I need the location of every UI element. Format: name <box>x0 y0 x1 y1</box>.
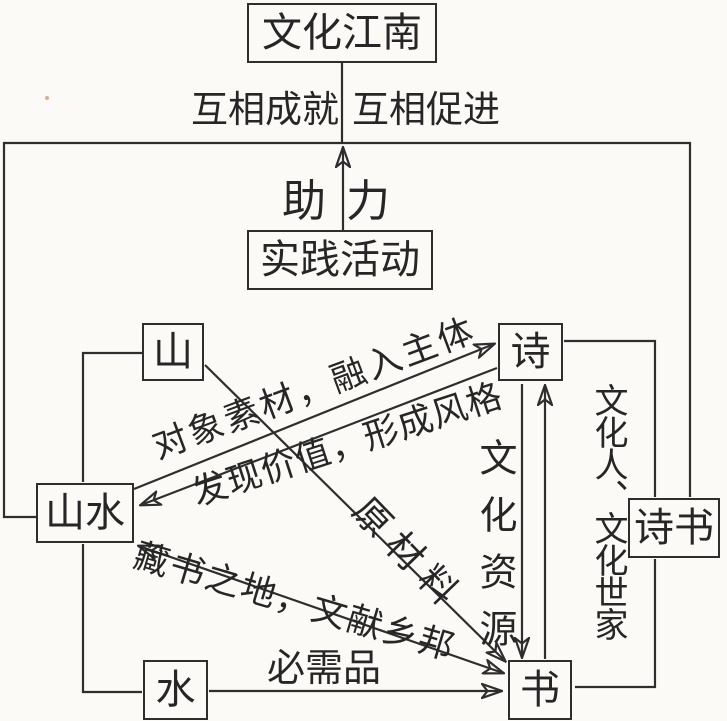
shan-to-shanshui-line <box>81 351 142 482</box>
label-culture-resource: 文化资源 <box>473 438 515 666</box>
shi-to-shishu-line <box>564 339 657 497</box>
label-mutual-achievement: 互相成就 <box>191 90 339 131</box>
node-wenhuajiangnan: 文化江南 <box>247 3 437 63</box>
label-necessity: 必需品 <box>267 648 382 690</box>
node-shu: 书 <box>508 660 572 720</box>
node-shijianhuodong: 实践活动 <box>247 230 433 290</box>
shishu-to-shu-line <box>575 559 657 689</box>
shi-to-shanshui-arrow <box>141 366 498 505</box>
shanshui-to-shi-arrow <box>133 344 494 491</box>
label-boost: 助力 <box>282 177 410 226</box>
node-shi: 诗 <box>498 323 563 381</box>
loop-frame-line <box>2 141 692 519</box>
scan-speck <box>45 96 49 100</box>
label-culture-people: 文化人、文化世家 <box>589 383 626 639</box>
label-mutual-promotion: 互相促进 <box>352 90 500 131</box>
node-shanshui: 山水 <box>36 483 134 543</box>
node-shishu: 诗书 <box>628 498 720 558</box>
node-shan: 山 <box>142 323 204 381</box>
node-shui: 水 <box>143 660 208 720</box>
shanshui-to-shui-line <box>81 544 142 694</box>
shanshui-shu-double-arrow <box>139 546 503 673</box>
